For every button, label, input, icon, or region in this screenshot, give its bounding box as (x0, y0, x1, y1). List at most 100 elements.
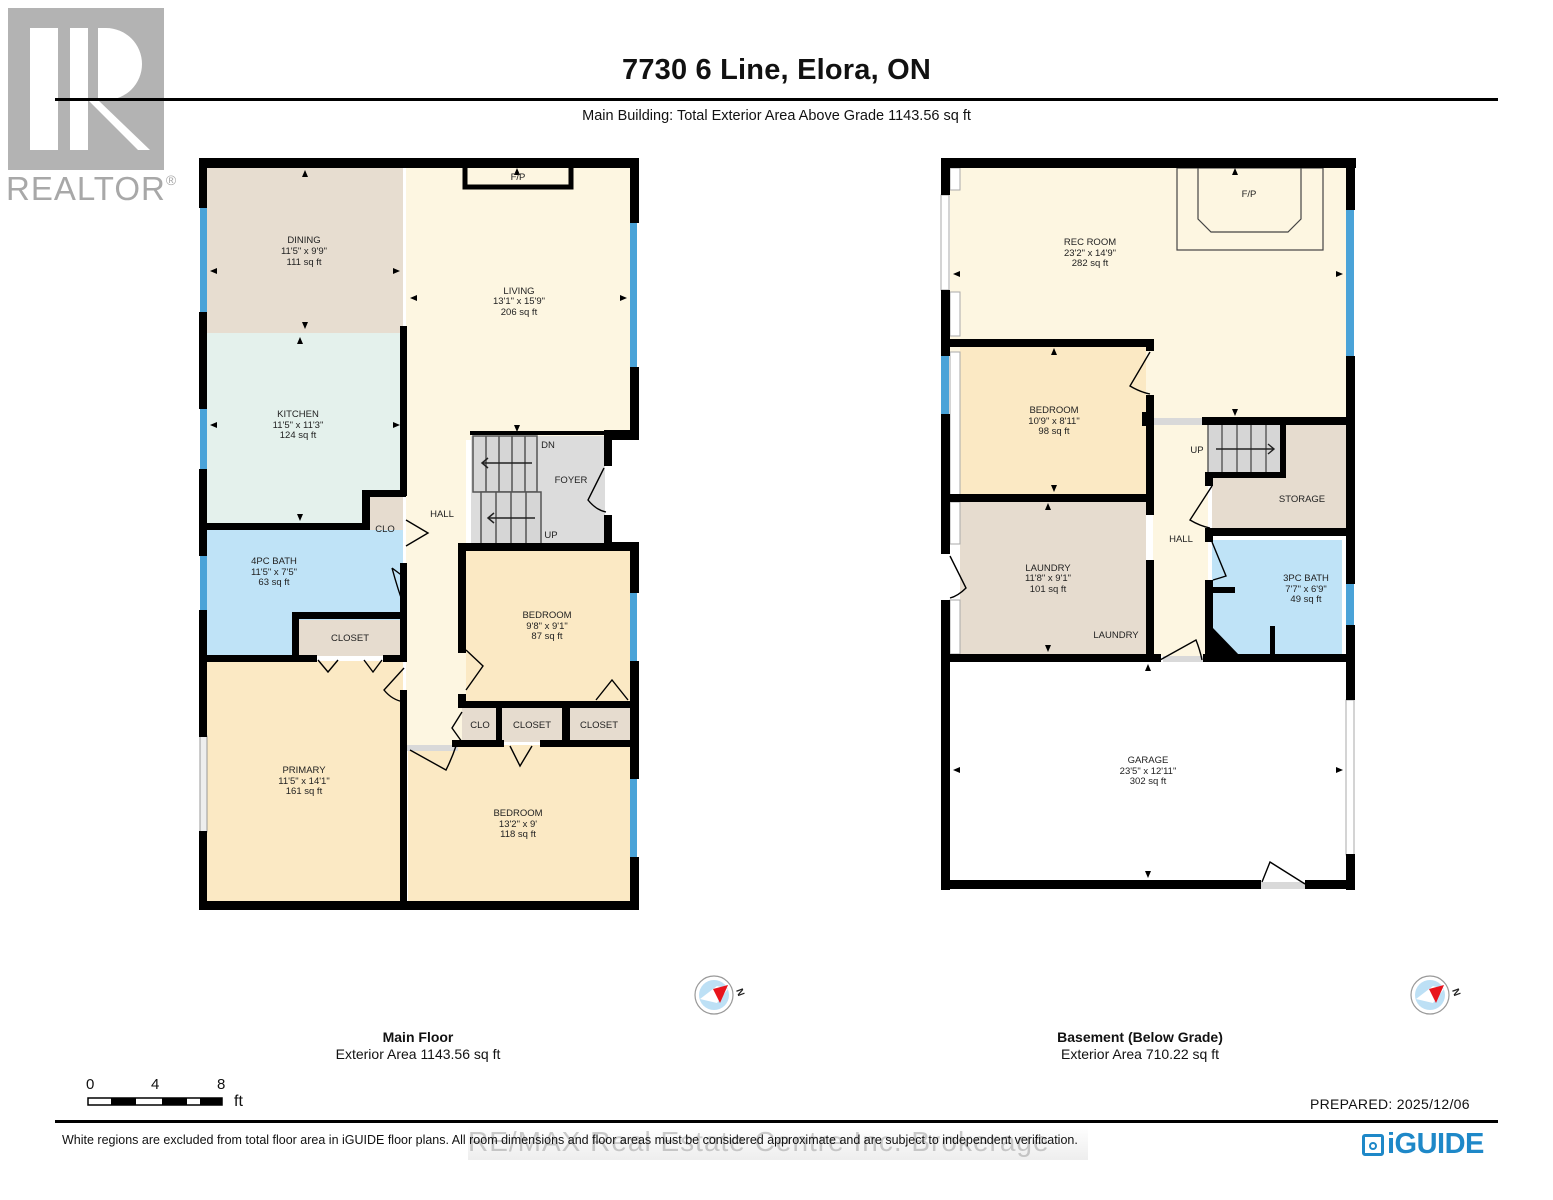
closet-clo-hall (366, 494, 403, 530)
svg-text:N: N (733, 987, 746, 998)
room-dining (207, 168, 403, 333)
main-floor-caption: Main Floor Exterior Area 1143.56 sq ft (318, 1029, 518, 1063)
room-3pc-bath (1212, 540, 1342, 654)
realtor-r-icon (30, 28, 150, 150)
svg-text:161 sq ft: 161 sq ft (286, 786, 323, 797)
basement-title: Basement (Below Grade) (1057, 1029, 1223, 1045)
svg-text:LAUNDRY: LAUNDRY (1093, 630, 1139, 641)
scale-tick-8: 8 (217, 1076, 226, 1093)
room-living (406, 168, 630, 440)
svg-text:CLOSET: CLOSET (331, 633, 369, 644)
svg-text:111 sq ft: 111 sq ft (286, 257, 321, 268)
walls-main (199, 158, 639, 910)
svg-text:13'2" x 9': 13'2" x 9' (499, 819, 537, 830)
svg-text:KITCHEN: KITCHEN (277, 409, 319, 420)
svg-text:23'5" x 12'11": 23'5" x 12'11" (1120, 766, 1177, 777)
svg-text:BEDROOM: BEDROOM (493, 808, 542, 819)
svg-text:282 sq ft: 282 sq ft (1072, 258, 1109, 269)
room-garage (950, 662, 1346, 880)
svg-text:87 sq ft: 87 sq ft (531, 631, 563, 642)
svg-text:11'8" x 9'1": 11'8" x 9'1" (1025, 573, 1071, 584)
room-hall-basement (1153, 424, 1208, 656)
header-divider (55, 98, 1498, 101)
svg-text:HALL: HALL (1169, 534, 1193, 545)
svg-text:GARAGE: GARAGE (1128, 755, 1169, 766)
realtor-wordmark: REALTOR® (6, 170, 178, 207)
windows-main (200, 207, 637, 858)
iguide-logo: iGUIDE (1362, 1128, 1484, 1161)
compass-icon-basement: N (1410, 975, 1462, 1015)
svg-text:11'5" x 9'9": 11'5" x 9'9" (281, 246, 327, 257)
realtor-logo (8, 8, 164, 170)
svg-text:UP: UP (1190, 445, 1203, 456)
svg-text:CLO: CLO (470, 720, 490, 731)
prepared-date: PREPARED: 2025/12/06 (1310, 1096, 1470, 1112)
svg-text:23'2" x 14'9": 23'2" x 14'9" (1064, 248, 1116, 259)
svg-text:HALL: HALL (430, 509, 454, 520)
scale-tick-0: 0 (86, 1076, 95, 1093)
doors-main (317, 467, 629, 771)
basement-area: Exterior Area 710.22 sq ft (1061, 1046, 1219, 1062)
compass-icon-main: N (694, 975, 746, 1015)
basement-caption: Basement (Below Grade) Exterior Area 710… (1030, 1029, 1250, 1063)
room-labels-basement: REC ROOM 23'2" x 14'9" 282 sq ft BEDROOM… (1025, 189, 1329, 787)
svg-text:BEDROOM: BEDROOM (1029, 405, 1078, 416)
scale-tick-4: 4 (151, 1076, 160, 1093)
svg-text:206 sq ft: 206 sq ft (501, 307, 538, 318)
stairs-icon (472, 435, 542, 545)
svg-text:10'9" x 8'11": 10'9" x 8'11" (1028, 416, 1079, 427)
svg-text:63 sq ft: 63 sq ft (258, 577, 290, 588)
svg-text:49 sq ft: 49 sq ft (1290, 594, 1322, 605)
svg-text:13'1" x 15'9": 13'1" x 15'9" (493, 296, 545, 307)
svg-text:LAUNDRY: LAUNDRY (1025, 563, 1071, 574)
svg-text:11'5" x 7'5": 11'5" x 7'5" (251, 567, 297, 578)
iguide-camera-icon (1362, 1133, 1384, 1156)
svg-text:302 sq ft: 302 sq ft (1130, 776, 1167, 787)
svg-text:F/P: F/P (1242, 189, 1257, 200)
svg-text:BEDROOM: BEDROOM (522, 610, 571, 621)
closet-primary (297, 620, 403, 656)
svg-text:11'5" x 11'3": 11'5" x 11'3" (273, 420, 324, 431)
svg-text:124 sq ft: 124 sq ft (280, 430, 317, 441)
svg-text:3PC BATH: 3PC BATH (1283, 573, 1329, 584)
main-floor-plan: DINING 11'5" x 9'9" 111 sq ft LIVING 13'… (199, 158, 639, 910)
svg-text:101 sq ft: 101 sq ft (1030, 584, 1067, 595)
room-bedroom-3 (408, 745, 630, 901)
room-hall (406, 440, 466, 745)
footer-divider (55, 1120, 1498, 1123)
svg-text:REC ROOM: REC ROOM (1064, 237, 1116, 248)
svg-text:9'8" x 9'1": 9'8" x 9'1" (526, 621, 568, 632)
closet-2 (502, 708, 562, 742)
room-primary (207, 661, 403, 901)
walls-basement (941, 158, 1356, 890)
svg-text:98 sq ft: 98 sq ft (1038, 426, 1070, 437)
basement-plan: REC ROOM 23'2" x 14'9" 282 sq ft BEDROOM… (940, 158, 1356, 890)
svg-text:7'7" x 6'9": 7'7" x 6'9" (1285, 584, 1327, 595)
svg-text:CLOSET: CLOSET (513, 720, 551, 731)
svg-text:118 sq ft: 118 sq ft (500, 829, 536, 840)
svg-text:11'5" x 14'1": 11'5" x 14'1" (278, 776, 329, 787)
scale-unit: ft (234, 1093, 243, 1110)
room-laundry (960, 502, 1146, 654)
page-title: 7730 6 Line, Elora, ON (621, 54, 932, 86)
svg-text:PRIMARY: PRIMARY (282, 765, 326, 776)
svg-text:STORAGE: STORAGE (1279, 494, 1325, 505)
svg-text:UP: UP (544, 530, 557, 541)
doors-basement (949, 351, 1306, 885)
page-subtitle: Main Building: Total Exterior Area Above… (582, 108, 971, 124)
svg-text:F/P: F/P (511, 172, 526, 183)
closet-clo-2 (462, 708, 496, 742)
svg-text:DINING: DINING (287, 235, 320, 246)
brokerage-watermark: RE/MAX Real Estate Centre Inc. Brokerage (468, 1126, 1088, 1160)
svg-text:4PC BATH: 4PC BATH (251, 556, 297, 567)
room-bedroom-2 (466, 550, 630, 702)
measure-arrows-basement (953, 168, 1343, 878)
svg-text:N: N (1449, 987, 1462, 998)
closet-3 (570, 708, 630, 742)
svg-text:DN: DN (541, 440, 555, 451)
main-floor-area: Exterior Area 1143.56 sq ft (335, 1046, 501, 1062)
measure-arrows-main (210, 168, 627, 521)
disclaimer-text: White regions are excluded from total fl… (62, 1133, 1078, 1147)
room-labels-main: DINING 11'5" x 9'9" 111 sq ft LIVING 13'… (251, 172, 618, 840)
